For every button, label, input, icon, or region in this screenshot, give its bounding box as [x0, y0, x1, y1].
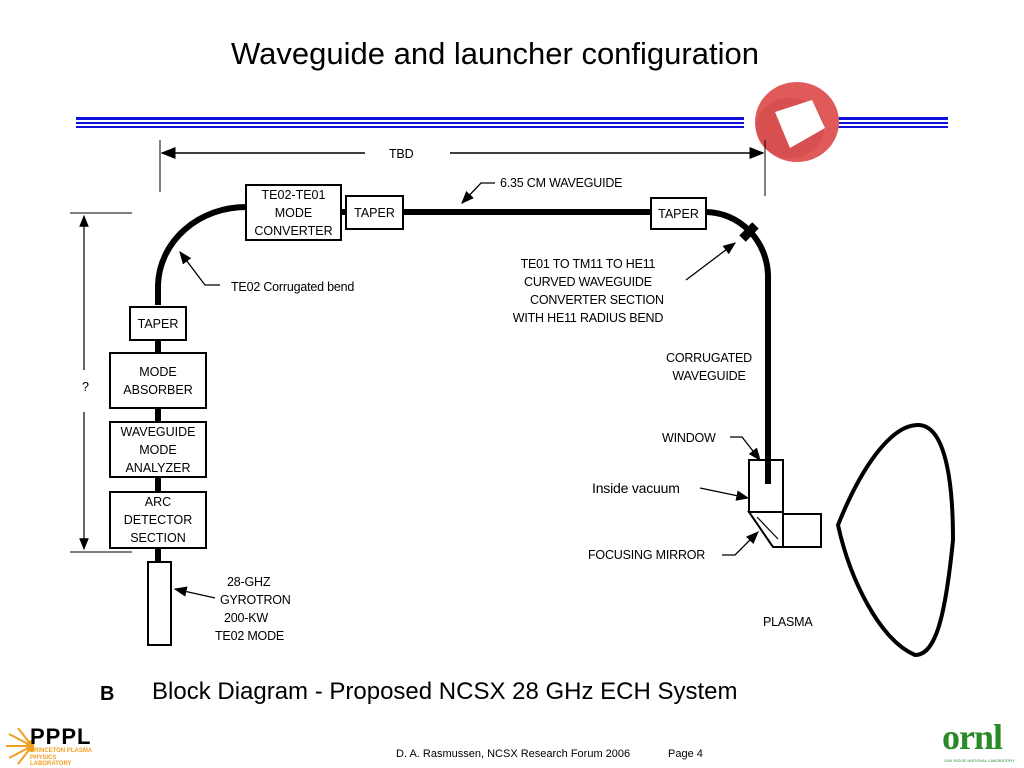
leader-converter: [685, 242, 737, 281]
title-rule: [76, 126, 744, 128]
pppl-wordmark: PPPL: [30, 724, 92, 749]
bend-label: TE02 Corrugated bend: [231, 280, 355, 294]
height-label: ?: [82, 380, 89, 394]
title-rule: [798, 122, 948, 124]
label-line: GYROTRON: [220, 593, 291, 607]
gyrotron-label: 28-GHZ GYROTRON 200-KW TE02 MODE: [215, 573, 291, 645]
stellarator-icon: [755, 82, 839, 162]
label-line: 28-GHZ: [227, 575, 271, 589]
mode-converter-box: TE02-TE01 MODE CONVERTER: [245, 184, 342, 241]
leader-vacuum: [699, 487, 750, 501]
tbd-label: TBD: [389, 147, 414, 161]
ornl-subtitle: OAK RIDGE NATIONAL LABORATORY: [944, 758, 1015, 763]
corrugated-label: CORRUGATED WAVEGUIDE: [666, 349, 752, 385]
box-line: ABSORBER: [123, 382, 193, 397]
launcher-port: [782, 513, 822, 548]
taper-box: TAPER: [650, 197, 707, 230]
mode-absorber-box: MODE ABSORBER: [109, 352, 207, 409]
label-line: WAVEGUIDE: [672, 369, 746, 383]
leader-gyrotron: [173, 586, 216, 599]
mode-analyzer-box: WAVEGUIDE MODE ANALYZER: [109, 421, 207, 478]
taper-box: TAPER: [345, 195, 404, 230]
waveguide-label: 6.35 CM WAVEGUIDE: [500, 176, 623, 190]
plasma-outline: [835, 422, 956, 658]
pppl-subtitle: PHYSICS LABORATORY: [30, 755, 72, 767]
label-line: WITH HE11 RADIUS BEND: [512, 311, 664, 325]
label-line: CONVERTER SECTION: [530, 293, 664, 307]
pppl-logo: PPPL PRINCETON PLASMA PHYSICS LABORATORY: [4, 724, 99, 767]
ornl-wordmark: ornl: [942, 717, 1003, 757]
label-line: 200-KW: [224, 611, 268, 625]
box-line: MODE: [139, 364, 177, 379]
caption-bullet: B: [100, 683, 115, 705]
focusing-mirror: [756, 516, 779, 540]
label-line: TE02 MODE: [215, 629, 285, 643]
converter-section-label: TE01 TO TM11 TO HE11 CURVED WAVEGUIDE CO…: [512, 255, 664, 327]
box-line: DETECTOR: [123, 513, 193, 527]
label-line: TE01 TO TM11 TO HE11: [520, 257, 656, 271]
title-rule: [798, 117, 948, 120]
box-line: ARC: [144, 495, 172, 509]
mirror-housing: [747, 511, 784, 548]
box-line: ANALYZER: [125, 460, 191, 475]
box-line: WAVEGUIDE: [120, 424, 196, 439]
converter-flange: [739, 222, 759, 242]
box-line: SECTION: [130, 531, 186, 545]
box-line: CONVERTER: [254, 223, 333, 238]
leader-waveguide: [461, 182, 495, 204]
leader-mirror: [722, 531, 759, 556]
diagram-caption: Block Diagram - Proposed NCSX 28 GHz ECH…: [152, 678, 738, 705]
footer-author: D. A. Rasmussen, NCSX Research Forum 200…: [396, 748, 631, 760]
arc-detector-box: ARC DETECTOR SECTION: [109, 491, 207, 549]
sunburst-icon: [6, 727, 34, 765]
title-rule: [76, 117, 744, 120]
slide-title: Waveguide and launcher configuration: [231, 36, 759, 71]
label-line: CURVED WAVEGUIDE: [524, 275, 652, 289]
taper-box: TAPER: [129, 306, 187, 341]
ornl-logo: ornl OAK RIDGE NATIONAL LABORATORY: [940, 717, 1024, 766]
mirror-label: FOCUSING MIRROR: [588, 548, 706, 562]
footer-page: Page 4: [668, 748, 703, 760]
box-line: MODE: [274, 205, 313, 220]
box-line: MODE: [139, 442, 177, 457]
vacuum-label: Inside vacuum: [592, 480, 680, 496]
label-line: CORRUGATED: [666, 351, 752, 365]
gyrotron-box: [147, 561, 172, 646]
pppl-subtitle: PRINCETON PLASMA: [30, 748, 93, 754]
window-label: WINDOW: [662, 431, 716, 445]
title-rule: [76, 122, 744, 124]
box-line: TE02-TE01: [261, 187, 326, 202]
plasma-label: PLASMA: [763, 615, 813, 629]
title-rule: [798, 126, 948, 128]
leader-window: [730, 436, 761, 462]
leader-bend: [179, 250, 220, 286]
